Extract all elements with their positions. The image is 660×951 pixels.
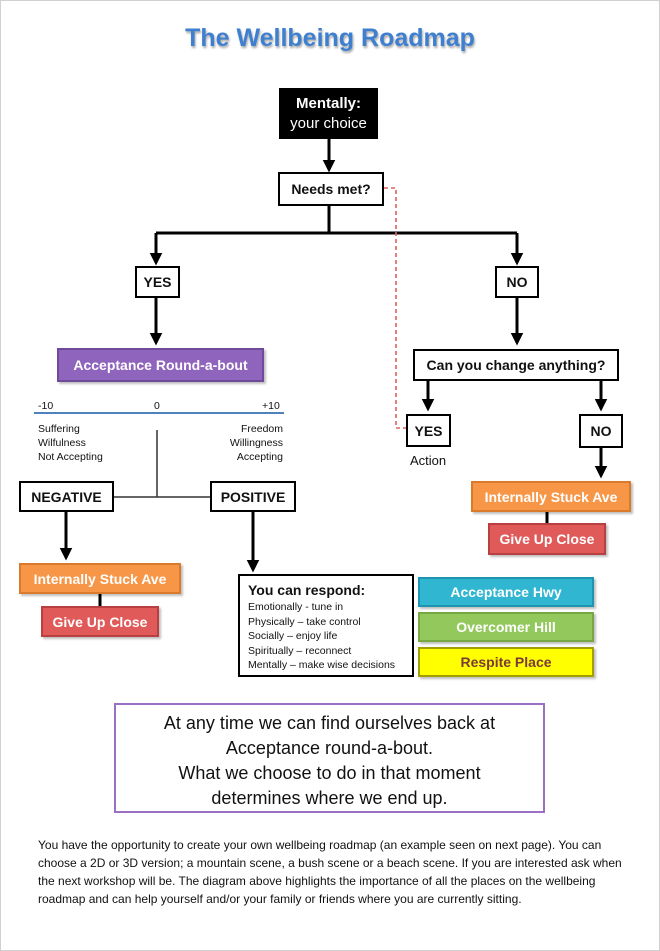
footer-paragraph: You have the opportunity to create your … — [38, 838, 622, 906]
give-up-close-right-box: Give Up Close — [488, 523, 606, 555]
respond-heading: You can respond: — [248, 582, 366, 598]
stuck-ave-left-box: Internally Stuck Ave — [19, 563, 181, 594]
your-choice-label: your choice — [290, 114, 367, 132]
respond-item-emotionally: Emotionally - tune in — [248, 601, 344, 613]
message-line-3: What we choose to do in that moment — [178, 763, 481, 783]
not-accepting-label: Not Accepting — [38, 451, 103, 463]
scale-left-labels: Suffering Wilfulness Not Accepting — [38, 422, 103, 464]
stuck-ave-right-box: Internally Stuck Ave — [471, 481, 631, 512]
yes-left-box: YES — [135, 266, 180, 298]
no-change-box: NO — [579, 414, 623, 448]
message-line-4: determines where we end up. — [211, 788, 448, 808]
dashed-link-needs-to-action — [384, 187, 406, 429]
respond-item-spiritually: Spiritually – reconnect — [248, 644, 352, 657]
you-can-respond-box: You can respond: Emotionally - tune in P… — [238, 574, 414, 677]
accepting-label: Accepting — [236, 451, 283, 463]
give-up-close-left-box: Give Up Close — [41, 606, 159, 637]
respond-item-socially: Socially – enjoy life — [248, 630, 338, 642]
respite-place-box: Respite Place — [418, 647, 594, 677]
no-right-box: NO — [495, 266, 539, 298]
freedom-label: Freedom — [240, 423, 283, 435]
message-line-2: Acceptance round-a-bout. — [225, 738, 434, 758]
yes-change-box: YES — [406, 414, 451, 447]
positive-box: POSITIVE — [210, 481, 296, 512]
acceptance-scale-line — [34, 412, 284, 414]
action-label: Action — [410, 453, 447, 468]
mentally-choice-box: Mentally: your choice — [279, 88, 378, 139]
wilfulness-label: Wilfulness — [38, 437, 86, 449]
willingness-label: Willingness — [229, 437, 283, 449]
mentally-label: Mentally: — [295, 94, 361, 112]
overcomer-hill-box: Overcomer Hill — [418, 612, 594, 642]
acceptance-hwy-box: Acceptance Hwy — [418, 577, 594, 607]
message-line-1: At any time we can find ourselves back a… — [163, 713, 496, 733]
suffering-label: Suffering — [38, 423, 80, 435]
message-box: At any time we can find ourselves back a… — [114, 703, 545, 813]
scale-max: +10 — [262, 400, 280, 412]
scale-min: -10 — [38, 400, 54, 412]
scale-mid: 0 — [154, 400, 160, 412]
respond-item-mentally: Mentally – make wise decisions — [248, 659, 396, 671]
needs-met-box: Needs met? — [278, 172, 384, 206]
scale-right-labels: Freedom Willingness Accepting — [200, 422, 283, 464]
respond-item-physically: Physically – take control — [248, 615, 361, 628]
negative-box: NEGATIVE — [19, 481, 114, 512]
can-change-box: Can you change anything? — [413, 349, 619, 381]
page-title: The Wellbeing Roadmap — [185, 24, 475, 52]
acceptance-roundabout-box: Acceptance Round-a-bout — [57, 348, 264, 382]
